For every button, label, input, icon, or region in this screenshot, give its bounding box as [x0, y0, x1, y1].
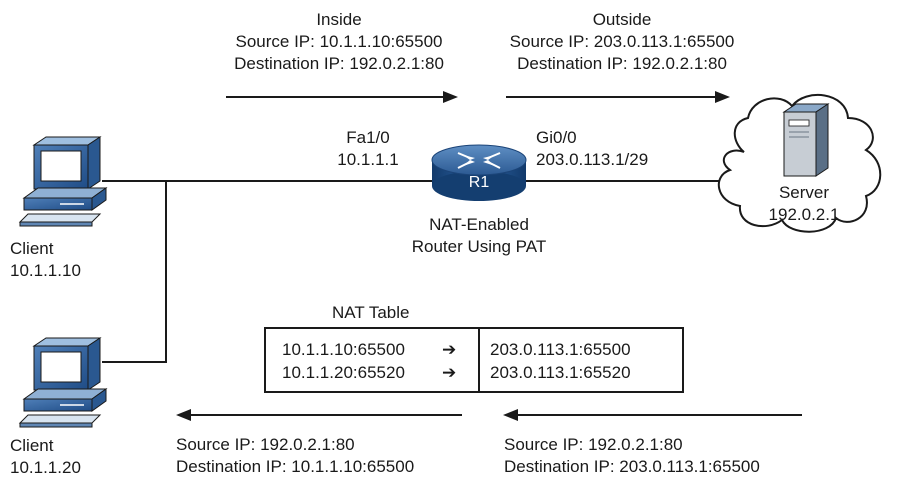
client-1-ip: 10.1.1.10: [10, 261, 81, 280]
router-caption-line2: Router Using PAT: [411, 237, 547, 256]
outside-interface-label: Gi0/0 203.0.113.1/29: [536, 127, 648, 171]
inside-destination-ip: Destination IP: 192.0.2.1:80: [234, 54, 444, 73]
return-outside-flow-label: Source IP: 192.0.2.1:80 Destination IP: …: [504, 434, 760, 478]
server-ip: 192.0.2.1: [768, 205, 840, 224]
client-2-name: Client: [10, 436, 54, 455]
nat-row-2-outside: 203.0.113.1:65520: [490, 363, 631, 382]
client-pc-icon-2: [18, 337, 108, 428]
return-outside-destination-ip: Destination IP: 203.0.113.1:65500: [504, 457, 760, 476]
nat-table-divider: [478, 329, 480, 391]
return-inside-source-ip: Source IP: 192.0.2.1:80: [176, 435, 355, 454]
outside-interface-name: Gi0/0: [536, 128, 577, 147]
nat-row-1-arrow-icon: ➔: [442, 340, 457, 359]
nat-row-2-inside: 10.1.1.20:65520: [282, 363, 405, 382]
outside-source-ip: Source IP: 203.0.113.1:65500: [509, 32, 735, 51]
nat-row-1-inside: 10.1.1.10:65500: [282, 340, 405, 359]
return-inside-destination-ip: Destination IP: 10.1.1.10:65500: [176, 457, 415, 476]
nat-row-1-outside: 203.0.113.1:65500: [490, 340, 631, 359]
router-name: R1: [468, 174, 490, 191]
client-label-2: Client 10.1.1.20: [10, 435, 81, 479]
return-outside-source-ip: Source IP: 192.0.2.1:80: [504, 435, 683, 454]
nat-table-title: NAT Table: [332, 303, 410, 322]
inside-flow-label: Inside Source IP: 10.1.1.10:65500 Destin…: [204, 9, 474, 75]
client-1-name: Client: [10, 239, 54, 258]
server-icon: [782, 103, 830, 177]
return-outside-flow-arrow: [503, 409, 802, 421]
return-inside-flow-arrow: [176, 409, 462, 421]
outside-interface-ip: 203.0.113.1/29: [536, 150, 649, 169]
server-name: Server: [778, 183, 830, 202]
router-caption: NAT-Enabled Router Using PAT: [384, 214, 574, 258]
client-2-ip: 10.1.1.20: [10, 458, 81, 477]
nat-table: 10.1.1.10:65500 ➔ 203.0.113.1:65500 10.1…: [264, 327, 684, 393]
inside-flow-arrow: [226, 91, 458, 103]
inside-interface-ip: 10.1.1.1: [337, 150, 399, 169]
client-label-1: Client 10.1.1.10: [10, 238, 81, 282]
inside-interface-name: Fa1/0: [346, 128, 390, 147]
nat-row-2-arrow-icon: ➔: [442, 363, 457, 382]
inside-title: Inside: [316, 10, 362, 29]
outside-destination-ip: Destination IP: 192.0.2.1:80: [517, 54, 727, 73]
server-label: Server 192.0.2.1: [740, 182, 868, 226]
router-caption-line1: NAT-Enabled: [429, 215, 529, 234]
network-links: [102, 180, 726, 363]
client-pc-icon-1: [18, 136, 108, 227]
outside-flow-label: Outside Source IP: 203.0.113.1:65500 Des…: [486, 9, 758, 75]
inside-interface-label: Fa1/0 10.1.1.1: [318, 127, 418, 171]
return-inside-flow-label: Source IP: 192.0.2.1:80 Destination IP: …: [176, 434, 414, 478]
router-icon: [431, 144, 527, 201]
inside-source-ip: Source IP: 10.1.1.10:65500: [235, 32, 443, 51]
outside-flow-arrow: [506, 91, 730, 103]
outside-title: Outside: [592, 10, 652, 29]
